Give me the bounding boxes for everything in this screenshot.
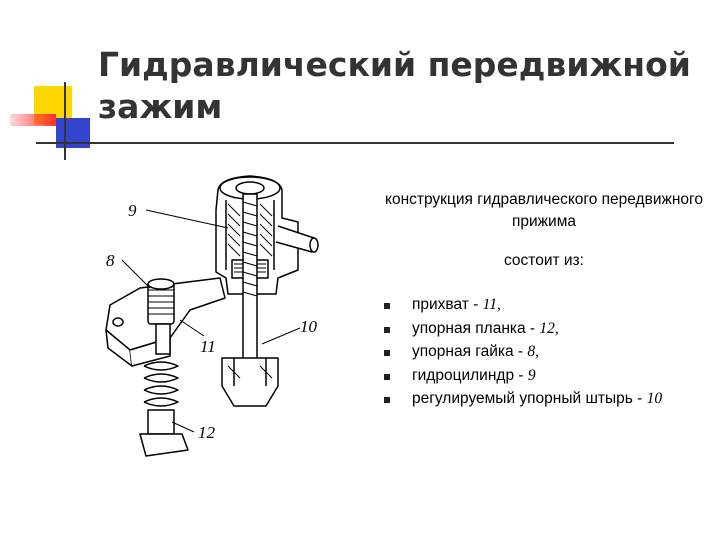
item-label: упорная гайка -	[412, 343, 528, 360]
callout-12: 12	[198, 423, 216, 442]
item-number: 9	[527, 366, 536, 384]
callout-9: 9	[128, 201, 137, 220]
callout-8: 8	[106, 251, 115, 270]
corner-decoration	[0, 0, 100, 160]
vertical-line	[64, 82, 66, 160]
title-underline	[36, 142, 674, 144]
item-label: упорная планка -	[412, 319, 540, 337]
callout-11: 11	[200, 337, 216, 356]
item-number: 11,	[482, 296, 501, 313]
item-label: регулируемый упорный штырь -	[412, 390, 647, 407]
bullet-square-icon	[384, 326, 390, 333]
bullet-square-icon	[384, 303, 390, 309]
bullet-square-icon	[384, 350, 390, 356]
bullet-square-icon	[384, 373, 390, 380]
item-number: 10	[646, 390, 663, 407]
callout-10: 10	[300, 317, 318, 336]
intro-text: конструкция гидравлического передвижного…	[385, 191, 703, 230]
item-label: гидроцилиндр -	[412, 366, 528, 384]
item-label: прихват -	[412, 296, 483, 313]
bullet-square-icon	[384, 397, 390, 403]
item-number: 12,	[539, 319, 559, 337]
clamp-drawing: 9 8 10 11 12	[105, 175, 319, 457]
red-bar	[10, 114, 56, 126]
item-number: 8,	[527, 343, 539, 360]
slide-title: Гидравлический передвижной зажим	[98, 45, 691, 126]
consists-of-text: состоит из:	[504, 252, 584, 269]
